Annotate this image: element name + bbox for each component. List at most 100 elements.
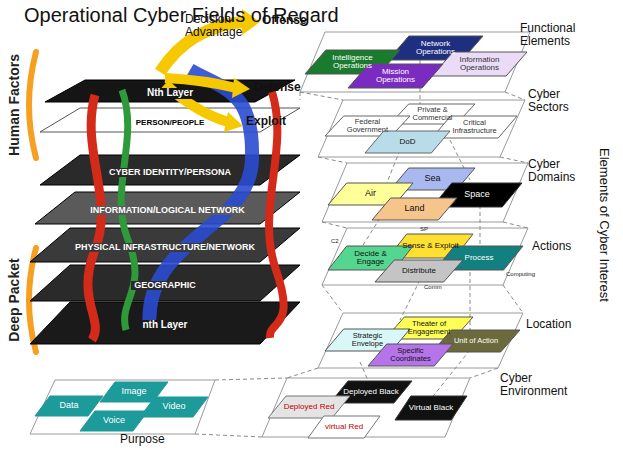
group-label: Cyber Sectors — [528, 88, 590, 114]
side-caption: Deep Packet — [7, 258, 22, 341]
element-name: Intelligence Operations — [319, 54, 387, 71]
node-text-block: INFORMATION/LOGICAL NETWORK — [87, 199, 248, 217]
node-text-block: Voice — [103, 416, 125, 425]
group-label: Location — [526, 318, 571, 331]
element-name: Critical Infrastructure — [444, 119, 505, 135]
element-name: Specific Coordinates — [380, 347, 441, 363]
tile-outline — [432, 52, 527, 76]
element-name: Federal Government — [337, 118, 398, 134]
tile-outline — [30, 302, 300, 344]
element-name: Image — [121, 387, 146, 396]
tile-outline — [140, 397, 208, 417]
element-name: Distribute — [402, 267, 436, 275]
node-text-block: CYBER IDENTITY/PERSONA — [106, 161, 234, 179]
element-tile: Voice — [80, 411, 148, 431]
group-label: Exploit — [246, 115, 286, 128]
element-tile: virtual Red — [308, 416, 380, 438]
orange-arcs — [29, 52, 36, 352]
node-text-block: Critical Infrastructure — [444, 119, 505, 135]
element-name: Sea — [424, 174, 440, 183]
node-text-block: Intelligence Operations — [319, 54, 387, 71]
element-name: Land — [404, 204, 424, 213]
element-name: Video — [163, 402, 186, 411]
element-tile: Data — [35, 396, 103, 416]
node-text-block: Federal Government — [337, 118, 398, 134]
node-text-block: Distribute — [402, 267, 436, 275]
yellow-arrow — [165, 84, 228, 122]
layer-plane: nth Layer — [30, 302, 300, 344]
node-text-block: Unit of Action — [454, 337, 498, 345]
layer-plane: INFORMATION/LOGICAL NETWORK — [35, 192, 300, 224]
tile-outline — [35, 192, 300, 224]
layer-name: PERSON/PEOPLE — [133, 119, 207, 127]
element-name: Network Operations — [402, 40, 470, 57]
layer-name: INFORMATION/LOGICAL NETWORK — [87, 206, 248, 215]
tile-outline — [80, 411, 148, 431]
tag-label: Computing — [506, 271, 535, 278]
element-name: Mission Operations — [362, 68, 430, 85]
element-name: Voice — [103, 416, 125, 425]
node-text-block: Sense & Exploit — [402, 242, 458, 250]
layer-plane: PHYSICAL INFRASTRUCTURE/NETWORK — [30, 228, 300, 262]
red-ribbon — [88, 95, 101, 340]
element-tile: Deployed Red — [268, 396, 350, 418]
node-text-block: Specific Coordinates — [380, 347, 441, 363]
element-name: Theater of Engagement — [398, 320, 461, 336]
element-tile: Virtual Black — [395, 396, 467, 420]
red-ribbon — [269, 92, 284, 338]
element-name: Deployed Red — [284, 403, 335, 411]
node-text-block: Space — [464, 190, 490, 199]
node-text-block: Video — [163, 402, 186, 411]
tile-outline — [368, 344, 453, 366]
tag-label: C2 — [331, 238, 339, 245]
element-tile: Theater of Engagement — [385, 317, 473, 339]
element-name: DoD — [399, 138, 415, 146]
node-text-block: Deployed Red — [284, 403, 335, 411]
element-name: virtual Red — [325, 423, 363, 431]
tag-label: Comm — [424, 284, 442, 291]
node-text-block: nth Layer — [139, 314, 190, 332]
element-name: Space — [464, 190, 490, 199]
element-tile: Mission Operations — [348, 64, 443, 88]
layer-name: PHYSICAL INFRASTRUCTURE/NETWORK — [72, 243, 258, 252]
element-tile: Land — [372, 198, 457, 220]
node-text-block: Data — [59, 401, 78, 410]
tile-outline — [40, 155, 300, 185]
group-label: Offense — [262, 14, 307, 27]
group-label: Defense — [254, 81, 301, 94]
tile-outline — [348, 64, 443, 88]
group-label: Cyber Domains — [528, 158, 590, 184]
node-text-block: Land — [404, 204, 424, 213]
element-name: Decide & Engage — [340, 250, 401, 267]
element-tile: Private & Commercial — [390, 104, 475, 124]
element-tile: Distribute — [375, 260, 463, 282]
tile-outline — [40, 108, 300, 132]
element-name: Unit of Action — [454, 337, 498, 345]
node-text-block: Air — [365, 189, 376, 198]
node-text-block: Information Operations — [446, 56, 514, 73]
arrow-head — [242, 9, 260, 35]
node-text-block: PERSON/PEOPLE — [133, 111, 207, 129]
element-name: Strategic Envelope — [337, 332, 398, 348]
green-ribbon — [121, 90, 135, 330]
element-tile: Video — [140, 397, 208, 417]
tile-outline — [30, 228, 300, 262]
tile-outline — [375, 260, 463, 282]
node-text-block: Theater of Engagement — [398, 320, 461, 336]
element-tile: Information Operations — [432, 52, 527, 76]
side-caption: Elements of Cyber Interest — [597, 148, 611, 302]
element-tile: Federal Government — [325, 116, 410, 136]
group-label: Cyber Environment — [500, 372, 572, 398]
group-label: Decision Advantage — [185, 13, 265, 39]
blue-ribbon — [149, 70, 252, 330]
node-text-block: DoD — [399, 138, 415, 146]
group-label: Functional Elements — [520, 22, 592, 48]
tag-label: SP — [420, 226, 428, 233]
node-text-block: Sea — [424, 174, 440, 183]
node-text-block: Nth Layer — [144, 82, 196, 100]
yellow-arrow — [165, 78, 236, 88]
element-name: Data — [59, 401, 78, 410]
element-tile: Specific Coordinates — [368, 344, 453, 366]
side-caption: Human Factors — [7, 54, 22, 156]
